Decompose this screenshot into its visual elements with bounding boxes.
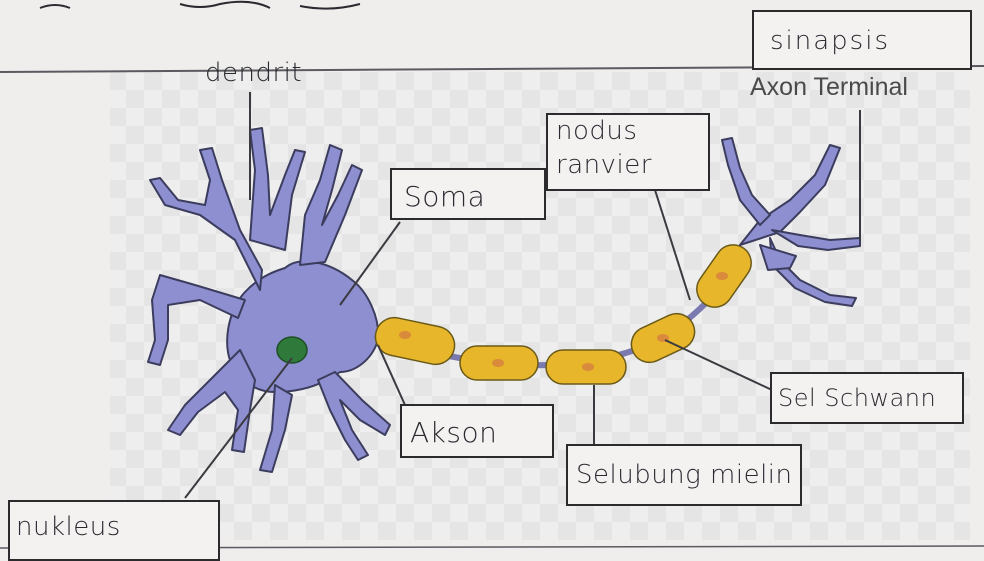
label-dendrit: dendrit: [205, 58, 302, 88]
label-akson: Akson: [410, 416, 497, 449]
label-selubung-mielin: Selubung mielin: [576, 460, 793, 490]
label-axon-terminal: Axon Terminal: [750, 73, 908, 102]
label-soma: Soma: [404, 180, 485, 213]
label-sinapsis: sinapsis: [770, 26, 890, 56]
label-nodus: nodus: [556, 116, 637, 146]
label-nukleus: nukleus: [16, 512, 121, 542]
label-sel-schwann: Sel Schwann: [778, 384, 936, 412]
label-ranvier: ranvier: [556, 150, 652, 180]
